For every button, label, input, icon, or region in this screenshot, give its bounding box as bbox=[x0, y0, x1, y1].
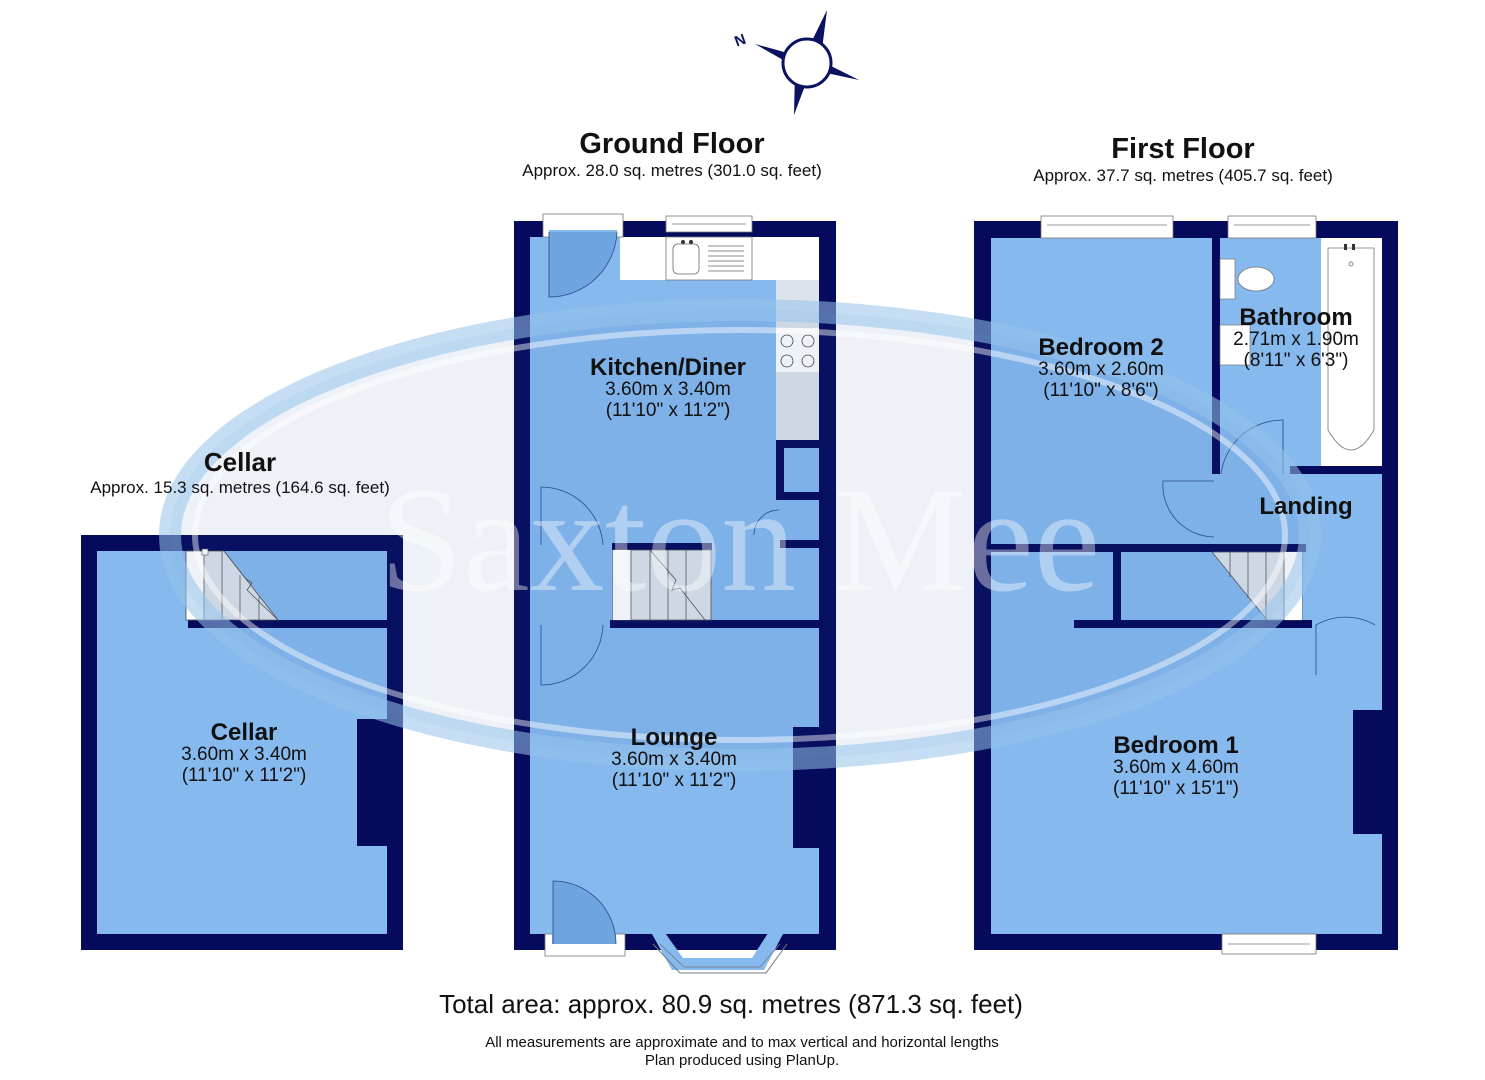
total-area: Total area: approx. 80.9 sq. metres (871… bbox=[439, 989, 1023, 1019]
room-label-lounge: Lounge 3.60m x 3.40m (11'10" x 11'2") bbox=[611, 724, 737, 792]
first-floor-header: First Floor Approx. 37.7 sq. metres (405… bbox=[1033, 134, 1333, 185]
room-label-bedroom-2: Bedroom 2 3.60m x 2.60m (11'10" x 8'6") bbox=[1038, 334, 1164, 402]
room-label-cellar: Cellar 3.60m x 3.40m (11'10" x 11'2") bbox=[181, 719, 307, 787]
plan-credit: Plan produced using PlanUp. bbox=[644, 1052, 840, 1069]
ground-floor-area: Approx. 28.0 sq. metres (301.0 sq. feet) bbox=[522, 161, 822, 181]
measurement-disclaimer: All measurements are approximate and to … bbox=[485, 1034, 999, 1051]
room-label-landing: Landing bbox=[1259, 493, 1353, 520]
footer-notes: All measurements are approximate and to … bbox=[485, 1034, 999, 1070]
compass-rose-icon: N bbox=[732, 10, 859, 115]
svg-text:N: N bbox=[732, 31, 748, 51]
first-floor-title: First Floor bbox=[1111, 133, 1255, 165]
ground-floor-header: Ground Floor Approx. 28.0 sq. metres (30… bbox=[522, 129, 822, 180]
cellar-area: Approx. 15.3 sq. metres (164.6 sq. feet) bbox=[90, 478, 390, 498]
cellar-header: Cellar Approx. 15.3 sq. metres (164.6 sq… bbox=[90, 447, 390, 498]
room-label-kitchen-diner: Kitchen/Diner 3.60m x 3.40m (11'10" x 11… bbox=[589, 354, 747, 422]
ground-floor-title: Ground Floor bbox=[579, 128, 765, 160]
ground-floor-plan bbox=[514, 213, 836, 974]
room-label-bathroom: Bathroom 2.71m x 1.90m (8'11" x 6'3") bbox=[1233, 304, 1359, 372]
ground-stairs bbox=[612, 549, 712, 621]
room-label-bedroom-1: Bedroom 1 3.60m x 4.60m (11'10" x 15'1") bbox=[1112, 732, 1240, 800]
first-floor-area: Approx. 37.7 sq. metres (405.7 sq. feet) bbox=[1033, 166, 1333, 186]
cellar-title: Cellar bbox=[203, 447, 277, 477]
